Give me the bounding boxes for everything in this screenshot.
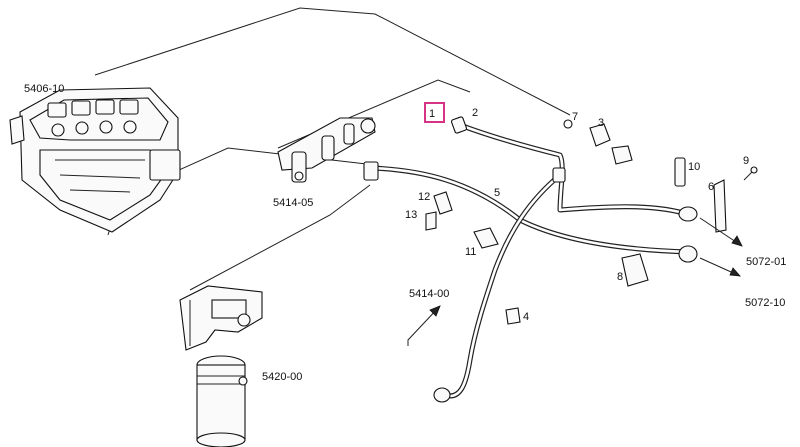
- mounting-bracket: [179, 285, 263, 351]
- item-numbers: 1 2 3 4 5 6 7 8 9 10 11 12 13: [405, 107, 749, 323]
- item-11: 11: [465, 246, 476, 258]
- callout-labels: 5406-10 5414-05 5414-00 5420-00 5072-01 …: [24, 83, 786, 383]
- fuel-rail-assembly: [277, 117, 376, 183]
- direction-arrows: [407, 217, 743, 346]
- label-5072-10: 5072-10: [745, 297, 785, 309]
- label-5414-05: 5414-05: [273, 197, 313, 209]
- cylinder-head-assembly: [9, 87, 181, 233]
- item-9: 9: [743, 155, 749, 167]
- label-5072-01: 5072-01: [746, 256, 786, 268]
- item-3: 3: [598, 117, 604, 129]
- item-12: 12: [418, 191, 430, 203]
- item-4: 4: [523, 311, 529, 323]
- label-5406-10: 5406-10: [24, 83, 64, 95]
- highlight-box[interactable]: [424, 102, 445, 123]
- item-5: 5: [494, 187, 500, 199]
- fuel-lines: [369, 122, 693, 399]
- line-fittings: [363, 116, 698, 403]
- label-5420-00: 5420-00: [262, 371, 302, 383]
- item-7: 7: [572, 111, 578, 123]
- item-2: 2: [472, 107, 478, 119]
- item-6: 6: [708, 181, 714, 193]
- item-13: 13: [405, 209, 417, 221]
- item-10: 10: [688, 161, 700, 173]
- fuel-filter: [196, 355, 248, 447]
- item-8: 8: [617, 271, 623, 283]
- label-5414-00: 5414-00: [409, 288, 449, 300]
- small-parts: [425, 119, 758, 325]
- item-1[interactable]: 1: [429, 108, 435, 120]
